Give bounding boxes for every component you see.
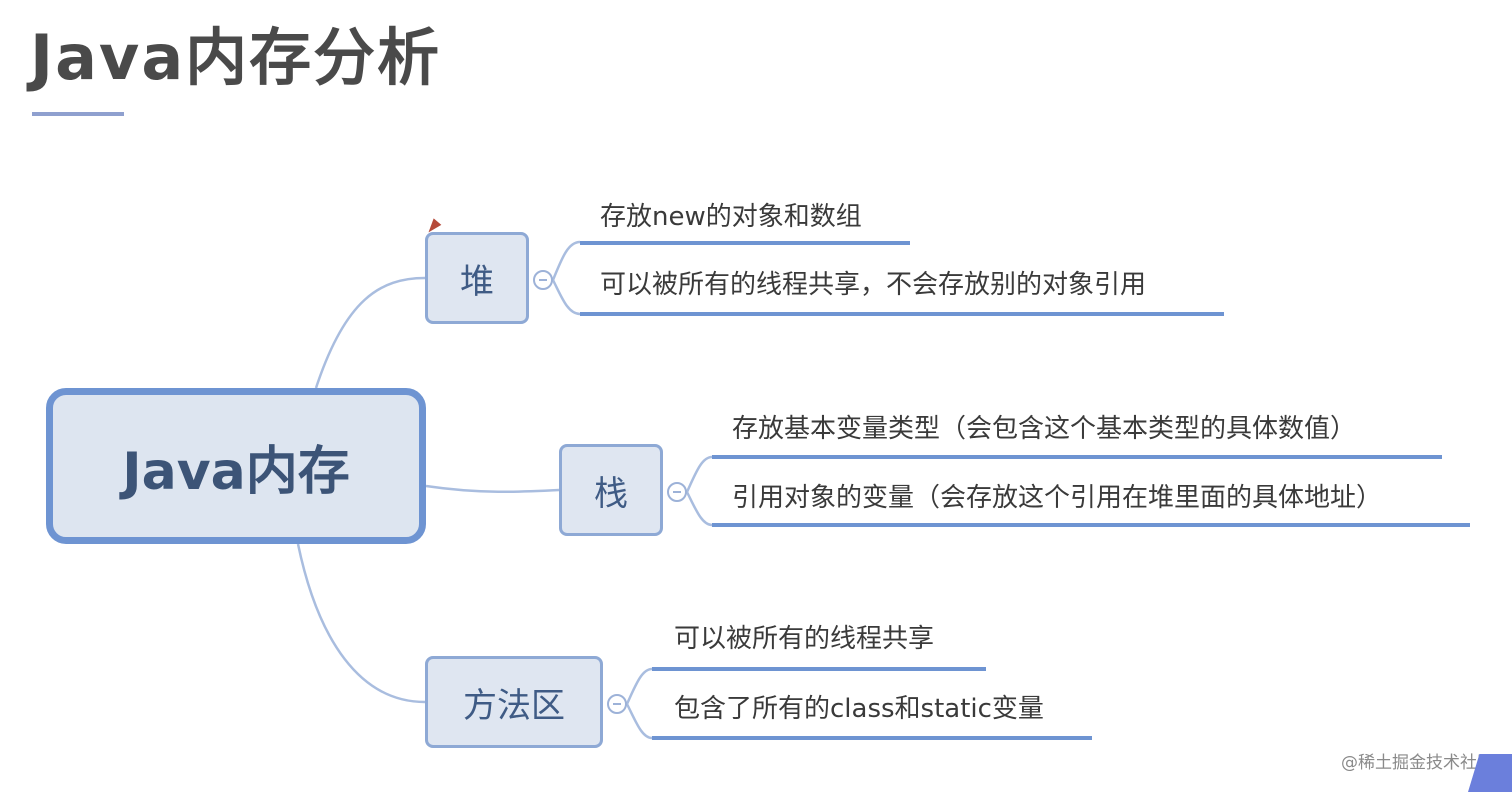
connector-heap-leaf-1 (551, 240, 581, 281)
branch-node-method-area: 方法区 (425, 656, 603, 748)
connector-stack-leaf-2 (685, 491, 713, 527)
leaf-heap-2: 可以被所有的线程共享，不会存放别的对象引用 (600, 270, 1147, 300)
collapse-toggle-icon (607, 694, 627, 714)
branch-node-stack: 栈 (559, 444, 663, 536)
collapse-toggle-icon (667, 482, 687, 502)
title-underline (32, 112, 124, 116)
connector-stack-leaf-1 (685, 455, 713, 493)
leaf-underline (712, 455, 1442, 459)
leaf-underline (652, 736, 1092, 740)
leaf-underline (580, 312, 1224, 316)
page-title: Java内存分析 (30, 21, 442, 94)
branch-node-heap: 堆 (425, 232, 529, 324)
leaf-heap-1: 存放new的对象和数组 (600, 202, 862, 232)
leaf-underline (712, 523, 1470, 527)
connector-method-leaf-1 (625, 667, 653, 705)
connector-root-method (296, 543, 426, 704)
collapse-toggle-icon (533, 270, 553, 290)
connector-root-heap (314, 276, 426, 389)
root-node: Java内存 (46, 388, 426, 544)
connector-root-stack (425, 484, 560, 494)
leaf-method-1: 可以被所有的线程共享 (674, 624, 935, 654)
leaf-underline (580, 241, 910, 245)
leaf-stack-1: 存放基本变量类型（会包含这个基本类型的具体数值） (732, 414, 1357, 444)
leaf-stack-2: 引用对象的变量（会存放这个引用在堆里面的具体地址） (732, 483, 1383, 513)
leaf-method-2: 包含了所有的class和static变量 (674, 694, 1044, 724)
leaf-underline (652, 667, 986, 671)
watermark: @稀土掘金技术社区 (1341, 753, 1494, 773)
connector-heap-leaf-2 (551, 279, 581, 316)
connector-method-leaf-2 (625, 703, 653, 740)
